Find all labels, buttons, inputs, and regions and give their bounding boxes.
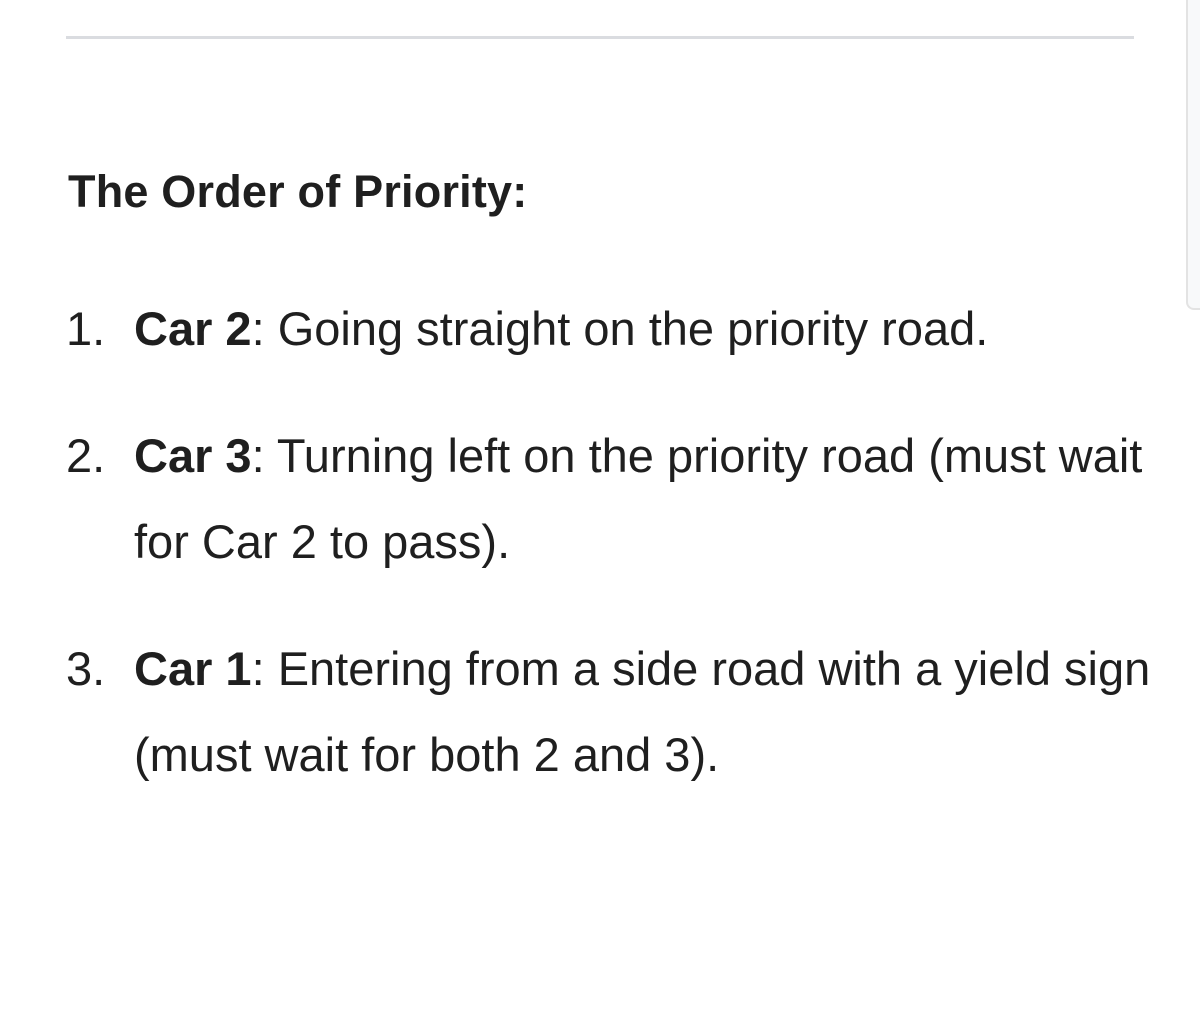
list-item-car-3: 2. Car 3: Turning left on the priority ro…: [0, 413, 1180, 585]
list-item-text: : Going straight on the priority road.: [251, 302, 989, 355]
list-item-number: 1.: [66, 302, 106, 355]
top-divider: [66, 36, 1134, 39]
car-label: Car 2: [134, 302, 252, 355]
list-item-number: 3.: [66, 642, 106, 695]
car-label: Car 3: [134, 429, 252, 482]
list-item-number: 2.: [66, 429, 106, 482]
list-item-car-2: 1. Car 2: Going straight on the priority …: [0, 286, 1180, 372]
scrollbar-track[interactable]: [1186, 0, 1200, 310]
list-item-text: : Turning left on the priority road (mus…: [134, 429, 1143, 568]
car-label: Car 1: [134, 642, 252, 695]
list-item-car-1: 3. Car 1: Entering from a side road with …: [0, 626, 1180, 798]
list-item-text: : Entering from a side road with a yield…: [134, 642, 1151, 781]
priority-list: 1. Car 2: Going straight on the priority …: [0, 286, 1180, 839]
section-heading: The Order of Priority:: [68, 166, 528, 217]
